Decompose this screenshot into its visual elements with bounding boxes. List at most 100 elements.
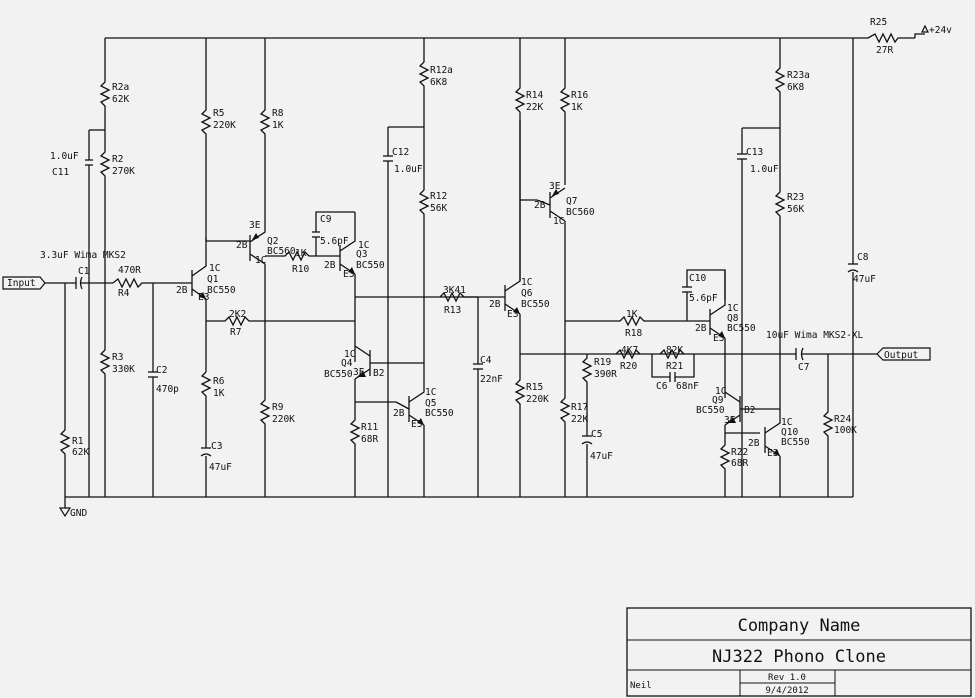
svg-text:6K8: 6K8	[430, 77, 447, 88]
supply-label: +24v	[929, 25, 952, 36]
svg-text:62K: 62K	[112, 94, 129, 105]
svg-text:68R: 68R	[731, 458, 748, 469]
svg-text:R20: R20	[620, 361, 637, 372]
svg-text:R5: R5	[213, 108, 224, 119]
svg-text:BC550: BC550	[425, 408, 454, 419]
svg-text:3.3uF Wima MKS2: 3.3uF Wima MKS2	[40, 250, 126, 261]
svg-text:BC560: BC560	[566, 207, 595, 218]
svg-text:R18: R18	[625, 328, 642, 339]
svg-text:56K: 56K	[430, 203, 447, 214]
svg-text:E3: E3	[713, 333, 724, 344]
svg-text:R3: R3	[112, 352, 123, 363]
svg-text:R2: R2	[112, 154, 123, 165]
svg-text:1C: 1C	[344, 349, 355, 360]
svg-text:BC550: BC550	[781, 437, 810, 448]
svg-text:22nF: 22nF	[480, 374, 503, 385]
svg-text:R10: R10	[292, 264, 309, 275]
Q4: 1C 3E B2 Q4 BC550	[324, 345, 424, 380]
svg-text:R7: R7	[230, 327, 241, 338]
svg-text:Q4: Q4	[341, 358, 353, 369]
svg-text:R12a: R12a	[430, 65, 453, 76]
svg-text:100K: 100K	[834, 425, 857, 436]
svg-text:1C: 1C	[358, 240, 369, 251]
svg-text:1K: 1K	[626, 309, 638, 320]
svg-text:2B: 2B	[236, 240, 248, 251]
svg-text:2B: 2B	[748, 438, 760, 449]
svg-text:R21: R21	[666, 361, 683, 372]
svg-text:270K: 270K	[112, 166, 135, 177]
svg-text:R17: R17	[571, 402, 588, 413]
svg-text:Q6: Q6	[521, 288, 533, 299]
svg-text:C7: C7	[798, 362, 809, 373]
svg-text:R19: R19	[594, 357, 611, 368]
svg-text:BC560: BC560	[267, 246, 296, 257]
svg-text:2B: 2B	[393, 408, 405, 419]
svg-text:2B: 2B	[176, 285, 188, 296]
C1: 3.3uF Wima MKS2 C1	[40, 250, 126, 290]
svg-text:C11: C11	[52, 167, 69, 178]
svg-text:220K: 220K	[213, 120, 236, 131]
svg-text:2B: 2B	[695, 323, 707, 334]
svg-text:470R: 470R	[118, 265, 141, 276]
svg-text:1.0uF: 1.0uF	[750, 164, 779, 175]
input-port[interactable]: Input	[2, 276, 46, 290]
svg-text:C6: C6	[656, 381, 668, 392]
svg-text:5.6pF: 5.6pF	[689, 293, 718, 304]
svg-text:1K: 1K	[295, 248, 307, 259]
svg-text:C3: C3	[211, 441, 222, 452]
svg-text:1C: 1C	[715, 386, 726, 397]
svg-text:Q10: Q10	[781, 427, 798, 438]
output-port[interactable]: Output	[876, 347, 931, 361]
svg-text:R14: R14	[526, 90, 543, 101]
svg-text:R12: R12	[430, 191, 447, 202]
svg-text:1K: 1K	[213, 388, 225, 399]
svg-text:R13: R13	[444, 305, 461, 316]
svg-text:1.0uF: 1.0uF	[50, 151, 79, 162]
svg-text:B2: B2	[373, 368, 384, 379]
svg-text:1K: 1K	[571, 102, 583, 113]
svg-text:68nF: 68nF	[676, 381, 699, 392]
svg-text:1C: 1C	[425, 387, 436, 398]
svg-text:2K2: 2K2	[229, 309, 246, 320]
svg-text:5.6pF: 5.6pF	[320, 236, 349, 247]
svg-text:R11: R11	[361, 422, 378, 433]
svg-text:1C: 1C	[553, 216, 564, 227]
svg-text:220K: 220K	[272, 414, 295, 425]
svg-text:82K: 82K	[666, 345, 683, 356]
svg-text:E3: E3	[767, 448, 778, 459]
ground-rail: GND	[58, 496, 853, 519]
svg-text:R6: R6	[213, 376, 225, 387]
svg-text:C5: C5	[591, 429, 602, 440]
svg-text:Q7: Q7	[566, 196, 577, 207]
svg-text:220K: 220K	[526, 394, 549, 405]
svg-text:E3: E3	[198, 292, 209, 303]
svg-text:Q5: Q5	[425, 398, 436, 409]
svg-text:3E: 3E	[353, 367, 365, 378]
svg-text:3K41: 3K41	[443, 285, 466, 296]
svg-text:BC550: BC550	[324, 369, 353, 380]
svg-text:E3: E3	[411, 419, 422, 430]
svg-text:1C: 1C	[781, 417, 792, 428]
svg-text:1K: 1K	[272, 120, 284, 131]
svg-text:Q8: Q8	[727, 313, 739, 324]
svg-text:68R: 68R	[361, 434, 378, 445]
Q2: 3E 2B 1C Q2 BC560	[236, 220, 296, 266]
svg-text:10uF Wima MKS2-XL: 10uF Wima MKS2-XL	[766, 330, 864, 341]
svg-text:22K: 22K	[526, 102, 543, 113]
svg-text:1C: 1C	[521, 277, 532, 288]
svg-text:R1: R1	[72, 436, 84, 447]
svg-text:R9: R9	[272, 402, 284, 413]
svg-text:R23: R23	[787, 192, 804, 203]
project-name: NJ322 Phono Clone	[712, 647, 886, 667]
svg-text:470p: 470p	[156, 384, 179, 395]
svg-text:B2: B2	[744, 405, 755, 416]
svg-text:4K7: 4K7	[621, 345, 638, 356]
svg-text:BC550: BC550	[207, 285, 236, 296]
svg-text:R2a: R2a	[112, 82, 129, 93]
revision: Rev 1.0	[768, 673, 806, 683]
author-name: Neil	[630, 681, 652, 691]
R25-ref: R25	[870, 17, 887, 28]
svg-text:BC550: BC550	[356, 260, 385, 271]
svg-text:R15: R15	[526, 382, 543, 393]
